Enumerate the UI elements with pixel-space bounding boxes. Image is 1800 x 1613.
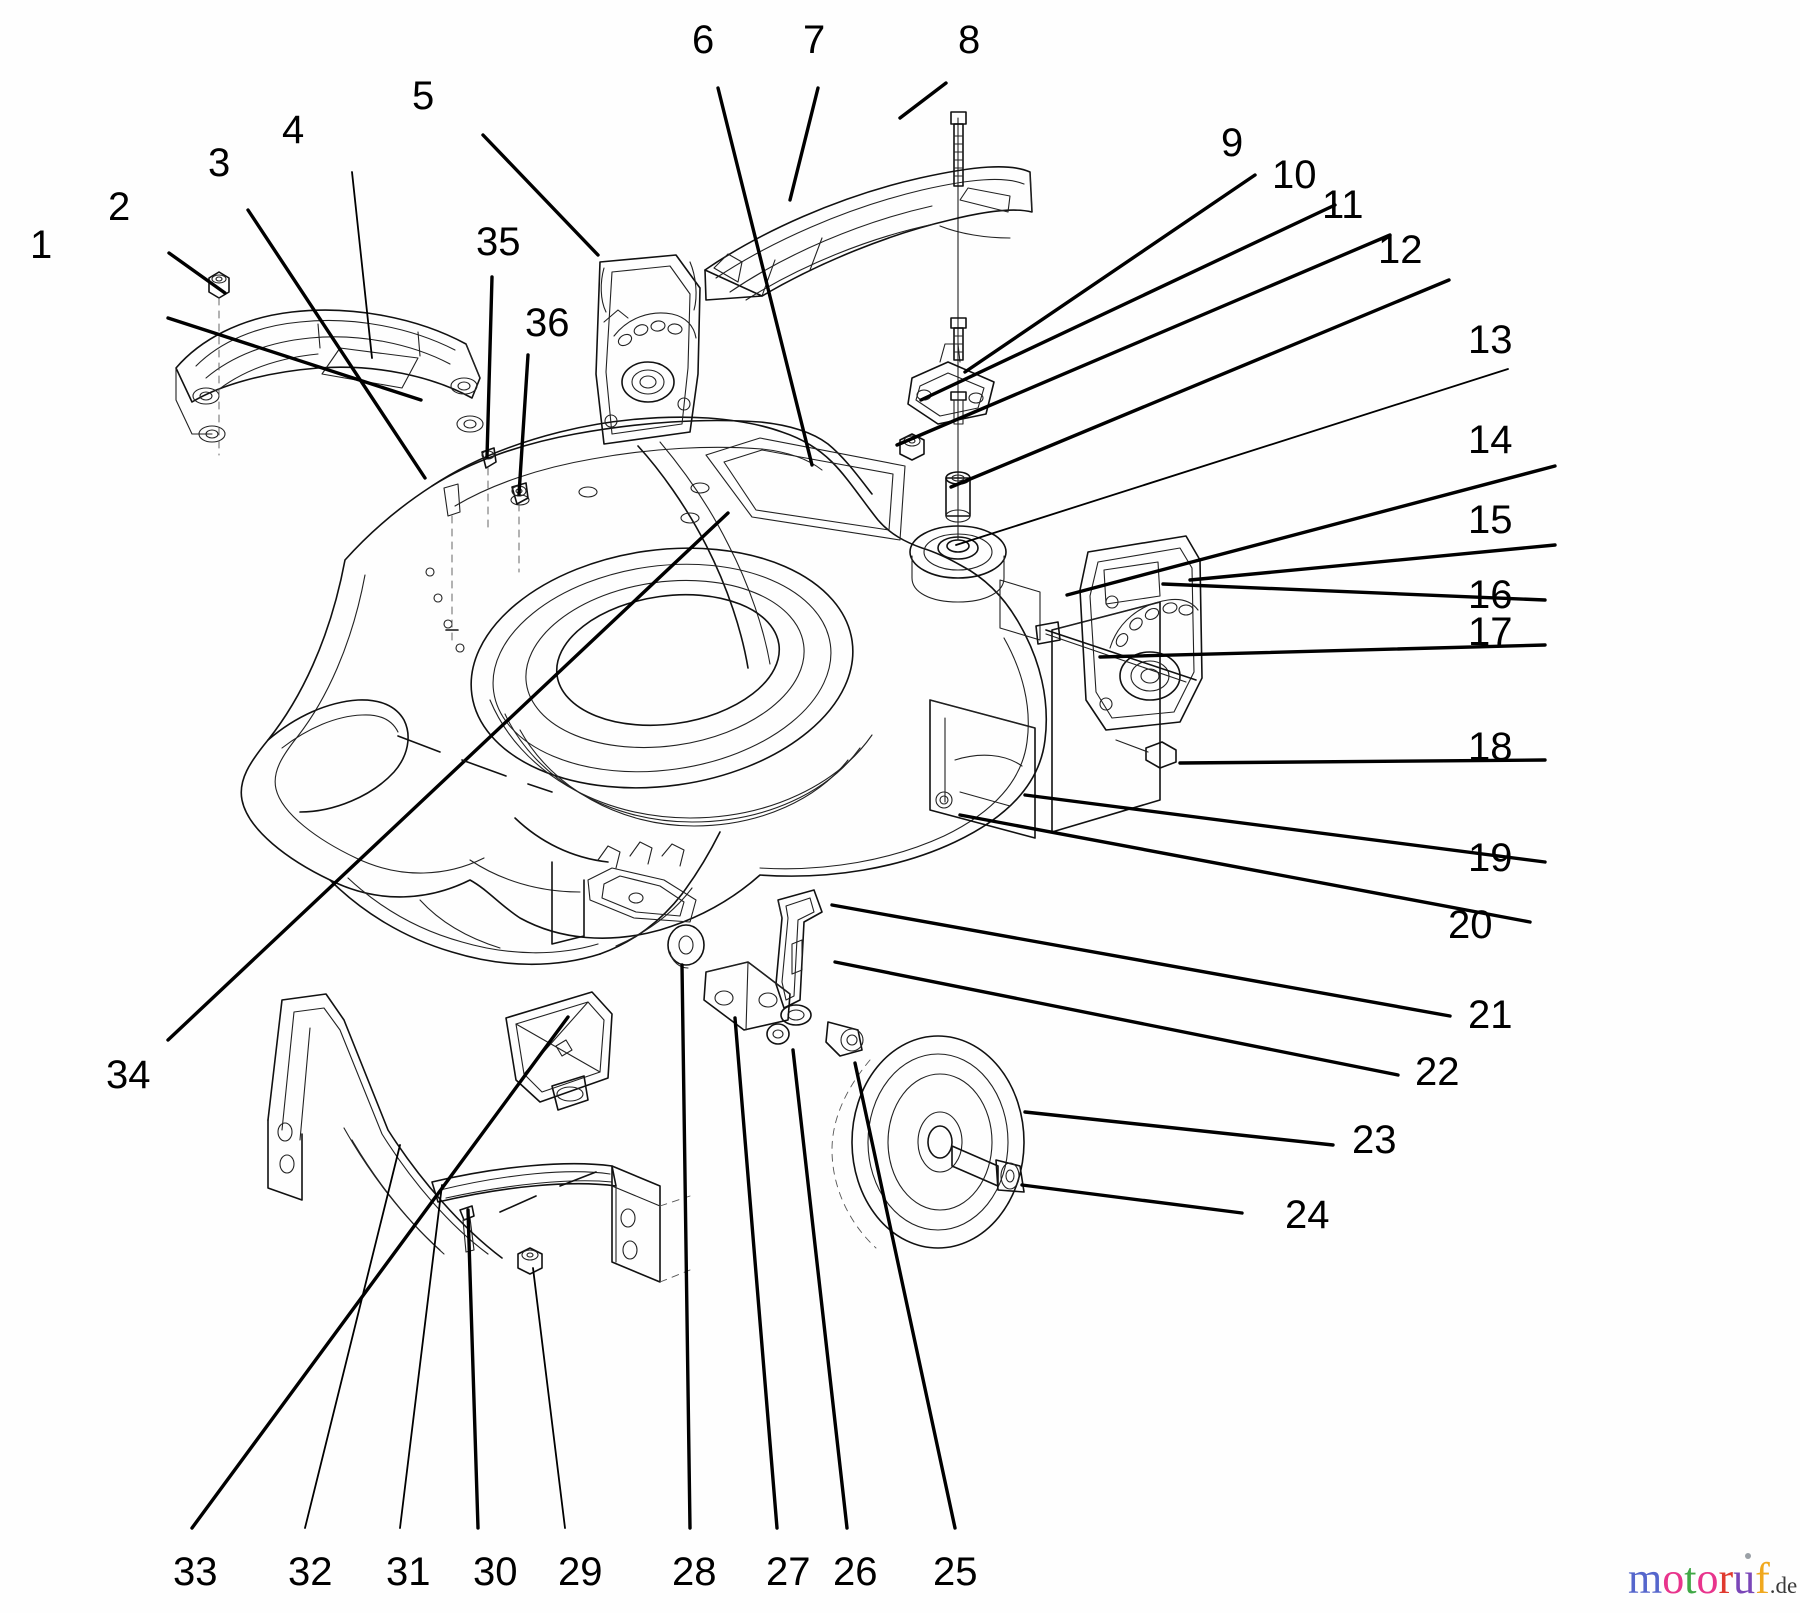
part-rear-deflector-chute bbox=[704, 165, 1033, 301]
callout-number-26: 26 bbox=[833, 1550, 878, 1594]
logo-letter-r: r bbox=[1718, 1554, 1734, 1603]
callout-number-6: 6 bbox=[692, 18, 715, 62]
callout-number-34: 34 bbox=[106, 1053, 151, 1097]
callout-leader-lines bbox=[166, 81, 1557, 1530]
part-wheel-bolt bbox=[825, 1021, 864, 1057]
callout-number-11: 11 bbox=[1322, 183, 1364, 227]
callout-number-10: 10 bbox=[1272, 153, 1317, 197]
callout-number-35: 35 bbox=[476, 220, 521, 264]
part-nut-bumper bbox=[517, 1247, 543, 1275]
callout-number-15: 15 bbox=[1468, 498, 1513, 542]
callout-number-14: 14 bbox=[1468, 418, 1513, 462]
callout-number-12: 12 bbox=[1378, 228, 1423, 272]
callout-number-27: 27 bbox=[766, 1550, 811, 1594]
callout-number-8: 8 bbox=[958, 18, 981, 62]
callout-number-30: 30 bbox=[473, 1550, 518, 1594]
logo-dot-accent bbox=[1745, 1553, 1752, 1559]
callout-number-1: 1 bbox=[30, 223, 53, 267]
callout-number-28: 28 bbox=[672, 1550, 717, 1594]
callout-number-29: 29 bbox=[558, 1550, 603, 1594]
logo-letter-u: u bbox=[1733, 1554, 1756, 1603]
part-v-bracket bbox=[505, 991, 613, 1111]
deck-mount-lugs bbox=[551, 841, 697, 945]
logo-suffix: .de bbox=[1769, 1573, 1798, 1598]
mower-deck-housing bbox=[240, 117, 1048, 966]
callout-number-31: 31 bbox=[386, 1550, 431, 1594]
callout-number-5: 5 bbox=[412, 74, 435, 118]
part-bolt-upper-right-b bbox=[950, 391, 967, 425]
part-bolt-upper-right-a bbox=[950, 317, 967, 361]
callout-number-36: 36 bbox=[525, 301, 570, 345]
callout-number-13: 13 bbox=[1468, 318, 1513, 362]
part-link-plate bbox=[703, 961, 791, 1031]
callout-number-17: 17 bbox=[1468, 610, 1513, 654]
part-nut-small bbox=[208, 271, 230, 456]
part-wheel bbox=[831, 1035, 1025, 1249]
callout-number-24: 24 bbox=[1285, 1193, 1330, 1237]
part-handle-cover bbox=[175, 309, 484, 443]
section-line-marks bbox=[397, 735, 597, 1213]
callout-number-2: 2 bbox=[108, 185, 131, 229]
callout-number-16: 16 bbox=[1468, 573, 1513, 617]
part-washer-small bbox=[766, 1023, 790, 1045]
logo-letter-o1: o bbox=[1662, 1554, 1685, 1603]
callout-number-3: 3 bbox=[208, 141, 231, 185]
callout-number-9: 9 bbox=[1221, 121, 1244, 165]
callout-number-25: 25 bbox=[933, 1550, 978, 1594]
logo-letter-f: f bbox=[1755, 1554, 1770, 1603]
callout-number-33: 33 bbox=[173, 1550, 218, 1594]
logo-letter-t: t bbox=[1684, 1554, 1697, 1603]
part-height-adjust-plate-left bbox=[595, 254, 701, 445]
callout-number-32: 32 bbox=[288, 1550, 333, 1594]
callout-number-18: 18 bbox=[1468, 725, 1513, 769]
callout-number-19: 19 bbox=[1468, 836, 1513, 880]
part-stud-left bbox=[443, 483, 461, 641]
callout-number-23: 23 bbox=[1352, 1118, 1397, 1162]
logo-letter-o2: o bbox=[1696, 1554, 1719, 1603]
part-washer-large bbox=[667, 924, 705, 969]
part-height-lever-arm bbox=[775, 889, 823, 1026]
logo-letter-m: m bbox=[1628, 1554, 1663, 1603]
callout-number-21: 21 bbox=[1468, 993, 1513, 1037]
callout-number-22: 22 bbox=[1415, 1050, 1460, 1094]
callout-number-7: 7 bbox=[803, 18, 826, 62]
motoruf-logo: motoruf.de bbox=[1628, 1553, 1798, 1603]
part-long-bolt-spindle bbox=[950, 111, 967, 187]
callout-number-20: 20 bbox=[1448, 903, 1493, 947]
part-axle-bolt bbox=[951, 1145, 1025, 1193]
callout-number-4: 4 bbox=[282, 108, 305, 152]
